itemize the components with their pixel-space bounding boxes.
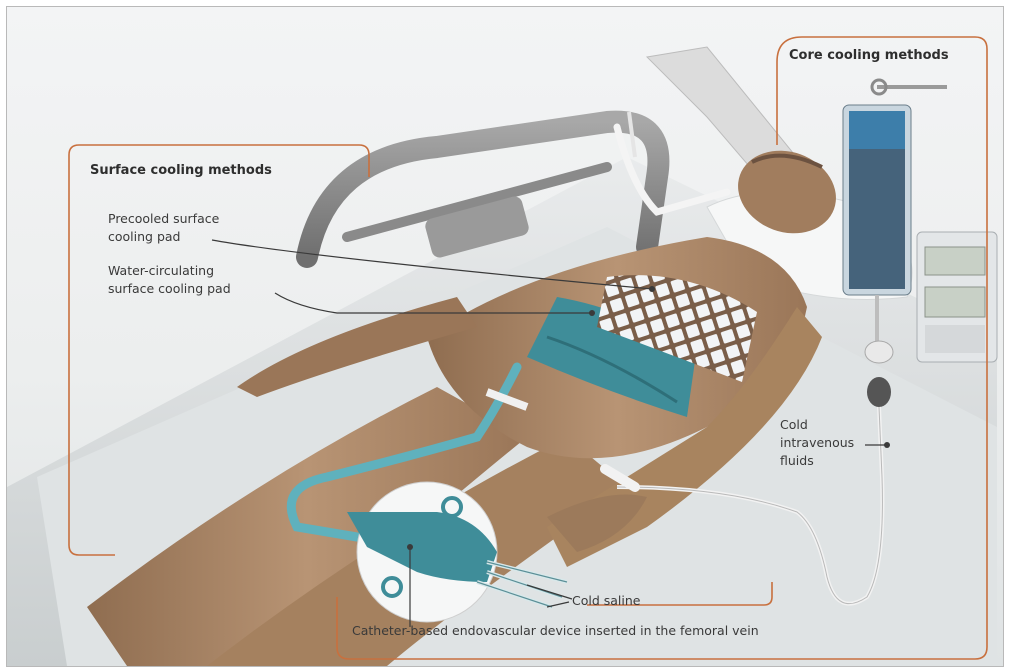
illustration-frame: Surface cooling methods Core cooling met… (6, 6, 1004, 667)
water-pad-label-line1: Water-circulating (108, 263, 214, 279)
cooling-methods-illustration (7, 7, 1003, 666)
water-pad-label-line2: surface cooling pad (108, 281, 231, 297)
cold-iv-label-line2: intravenous (780, 435, 854, 451)
precooled-pad-label-line2: cooling pad (108, 229, 180, 245)
precooled-pad-label-line1: Precooled surface (108, 211, 219, 227)
core-cooling-title: Core cooling methods (789, 48, 949, 63)
cold-iv-label-line3: fluids (780, 453, 814, 469)
surface-cooling-title: Surface cooling methods (90, 163, 272, 178)
catheter-device-label: Catheter-based endovascular device inser… (352, 623, 759, 639)
cold-iv-label-line1: Cold (780, 417, 808, 433)
cold-saline-label: Cold saline (572, 593, 641, 609)
